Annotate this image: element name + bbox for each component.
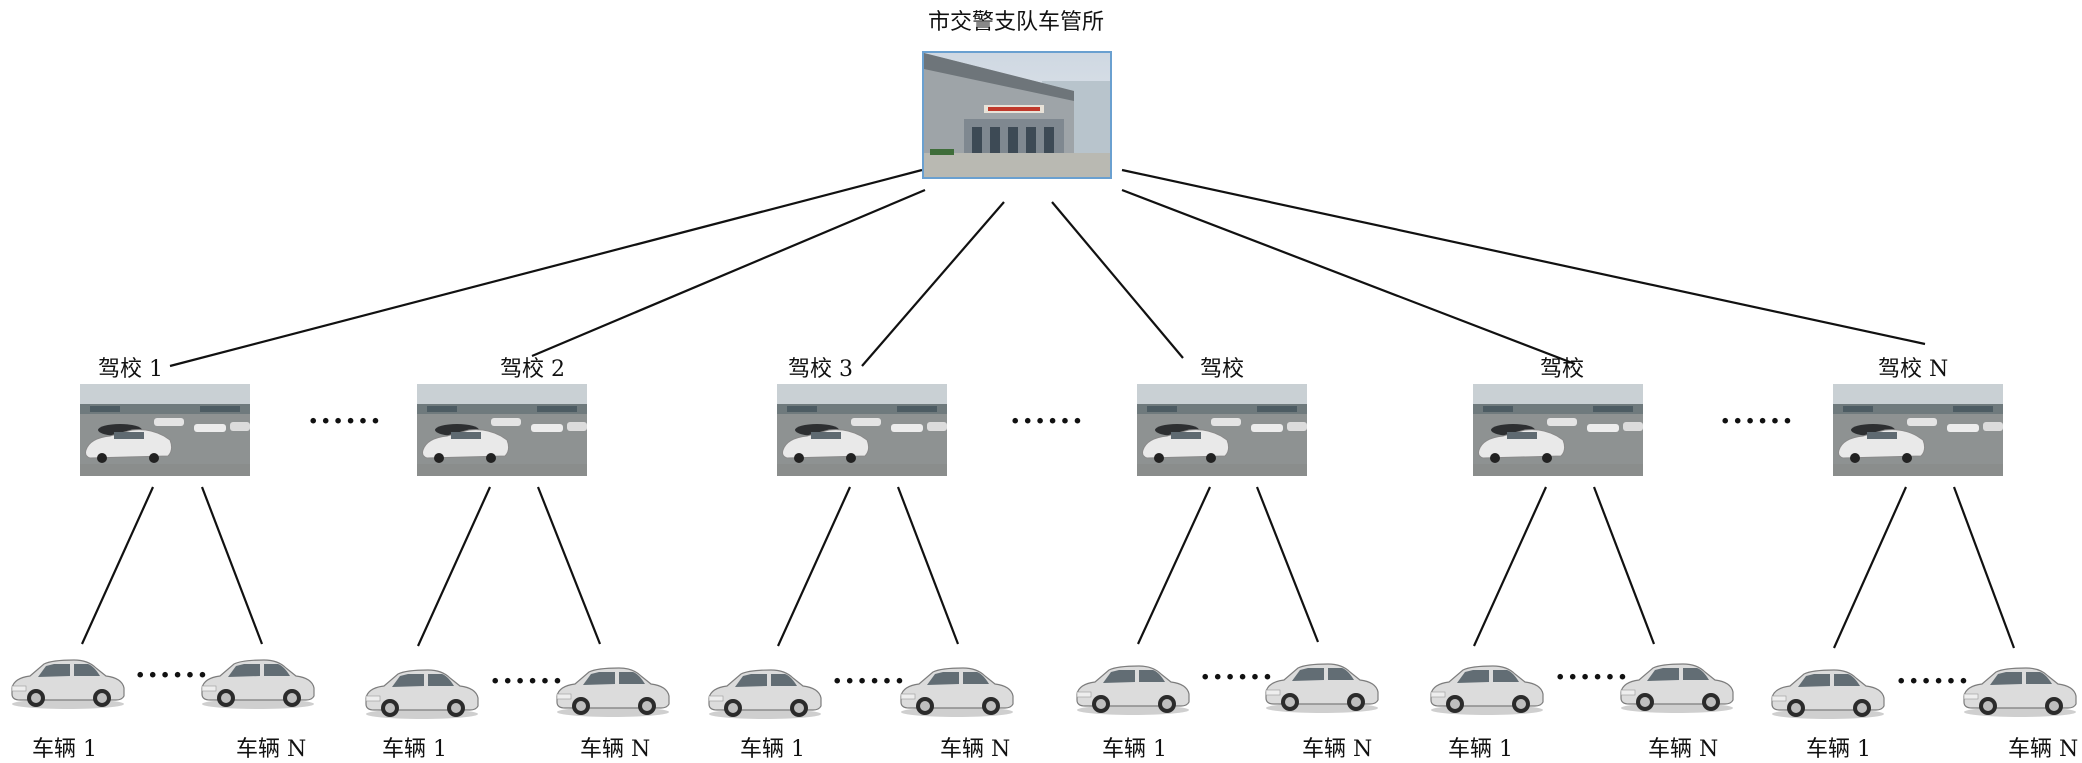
vehicle-first-label: 车辆 1 (32, 737, 97, 762)
vehicle-ellipsis: ...... (832, 656, 907, 691)
car-icon (1768, 660, 1888, 724)
car-icon (1073, 656, 1193, 720)
parking-lot-photo (1473, 384, 1643, 476)
parking-lot-photo (80, 384, 250, 476)
school-label: 驾校 2 (500, 357, 565, 382)
car-icon (1617, 654, 1737, 718)
school-to-vehicle-line (1472, 486, 1548, 647)
school-to-vehicle-line (1137, 486, 1211, 645)
parking-lot-photo (1137, 384, 1307, 476)
vehicle-last-label: 车辆 N (1648, 737, 1719, 762)
vehicle-last-label: 车辆 N (1302, 737, 1373, 762)
school-ellipsis: ...... (308, 396, 383, 431)
building-photo (922, 51, 1112, 179)
vehicle-first-label: 车辆 1 (382, 737, 447, 762)
vehicle-last-label: 车辆 N (580, 737, 651, 762)
root-to-school-line (861, 201, 1005, 367)
school-to-vehicle-line (416, 486, 492, 647)
vehicle-first-label: 车辆 1 (1448, 737, 1513, 762)
school-label: 驾校 (1200, 357, 1245, 382)
root-label: 市交警支队车管所 (927, 10, 1104, 35)
school-label: 驾校 N (1878, 357, 1949, 382)
vehicle-ellipsis: ...... (135, 650, 210, 685)
vehicle-ellipsis: ...... (1555, 652, 1630, 687)
car-icon (1427, 656, 1547, 720)
school-to-vehicle-line (1832, 486, 1908, 649)
parking-lot-photo (1833, 384, 2003, 476)
school-label: 驾校 (1540, 357, 1585, 382)
school-to-vehicle-line (1952, 486, 2016, 649)
school-to-vehicle-line (896, 486, 960, 645)
school-ellipsis: ...... (1010, 396, 1085, 431)
car-icon (1960, 658, 2080, 722)
car-icon (897, 658, 1017, 722)
school-to-vehicle-line (80, 486, 155, 645)
vehicle-ellipsis: ...... (1200, 652, 1275, 687)
root-to-school-line (169, 168, 923, 368)
root-to-school-line (1121, 168, 1926, 346)
parking-lot-photo (777, 384, 947, 476)
root-to-school-line (1121, 188, 1576, 366)
vehicle-first-label: 车辆 1 (1806, 737, 1871, 762)
vehicle-last-label: 车辆 N (236, 737, 307, 762)
parking-lot-photo (417, 384, 587, 476)
vehicle-ellipsis: ...... (1896, 656, 1971, 691)
car-icon (362, 660, 482, 724)
school-label: 驾校 3 (788, 357, 853, 382)
school-to-vehicle-line (536, 486, 602, 645)
car-icon (198, 650, 318, 714)
vehicle-ellipsis: ...... (490, 656, 565, 691)
school-label: 驾校 1 (98, 357, 163, 382)
school-to-vehicle-line (1255, 486, 1320, 643)
school-to-vehicle-line (1592, 486, 1656, 645)
school-to-vehicle-line (776, 486, 852, 647)
vehicle-first-label: 车辆 1 (1102, 737, 1167, 762)
car-icon (705, 660, 825, 724)
root-to-school-line (531, 188, 926, 358)
car-icon (8, 650, 128, 714)
car-icon (1262, 654, 1382, 718)
vehicle-first-label: 车辆 1 (740, 737, 805, 762)
root-to-school-line (1051, 201, 1184, 359)
school-to-vehicle-line (200, 486, 264, 645)
vehicle-last-label: 车辆 N (940, 737, 1011, 762)
car-icon (553, 658, 673, 722)
school-ellipsis: ...... (1720, 396, 1795, 431)
vehicle-last-label: 车辆 N (2008, 737, 2079, 762)
